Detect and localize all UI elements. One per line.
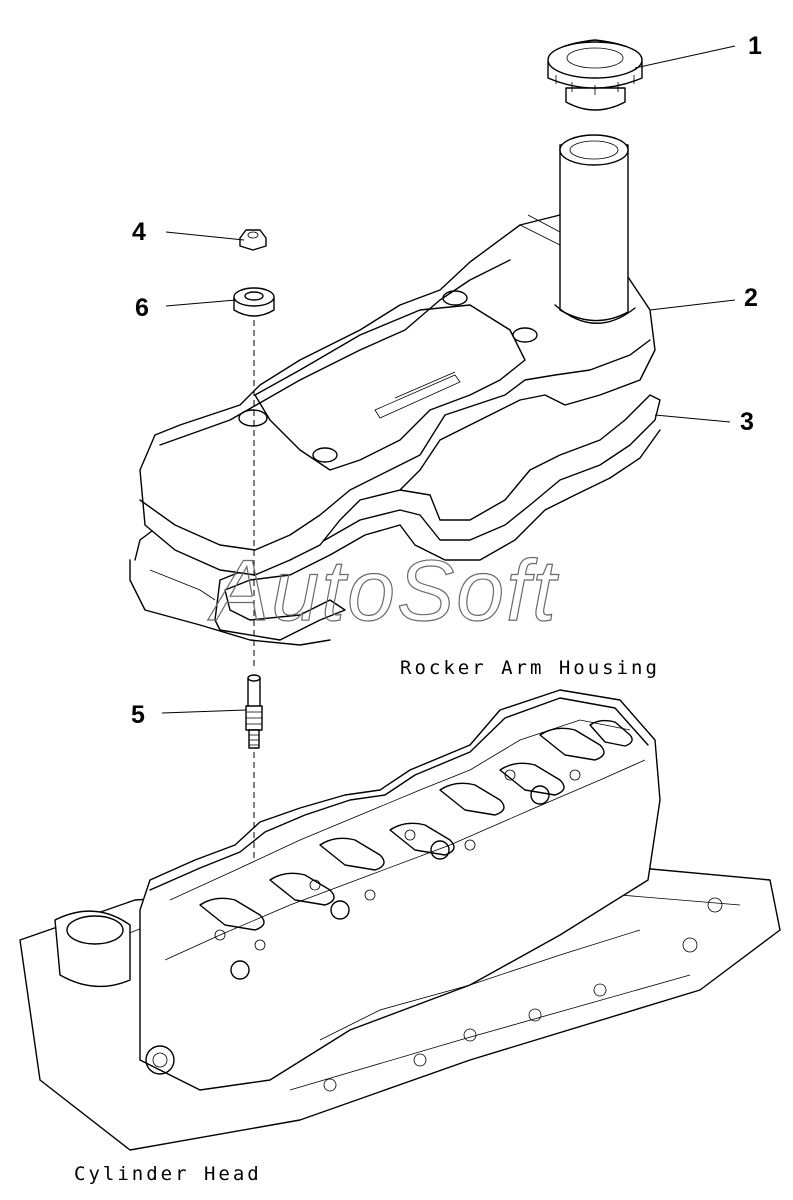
callout-number-6: 6 [135,294,149,322]
rocker-arm-housing-label: Rocker Arm Housing [400,657,660,679]
gasket-drawing [129,394,661,646]
cylinder-head-label: Cylinder Head [74,1163,262,1185]
callout-number-5: 5 [131,701,145,729]
callout-number-1: 1 [748,32,762,60]
callout-number-2: 2 [744,284,758,312]
leader-line-6 [165,299,237,307]
watermark: AutoSoft [207,543,559,639]
callout-number-4: 4 [132,218,146,246]
leader-line-3 [654,414,731,423]
isolator-drawing [233,287,275,317]
leader-line-5 [161,709,247,714]
callout-number-3: 3 [740,408,754,436]
leader-line-2 [649,299,736,311]
leader-line-4 [165,231,245,241]
stud-drawing [245,674,263,749]
valve-cover-drawing [139,134,656,576]
nut-drawing [239,229,267,251]
filler-cap-drawing [547,39,643,111]
cylinder-head-drawing [19,689,781,1151]
leader-line-1 [634,45,736,69]
